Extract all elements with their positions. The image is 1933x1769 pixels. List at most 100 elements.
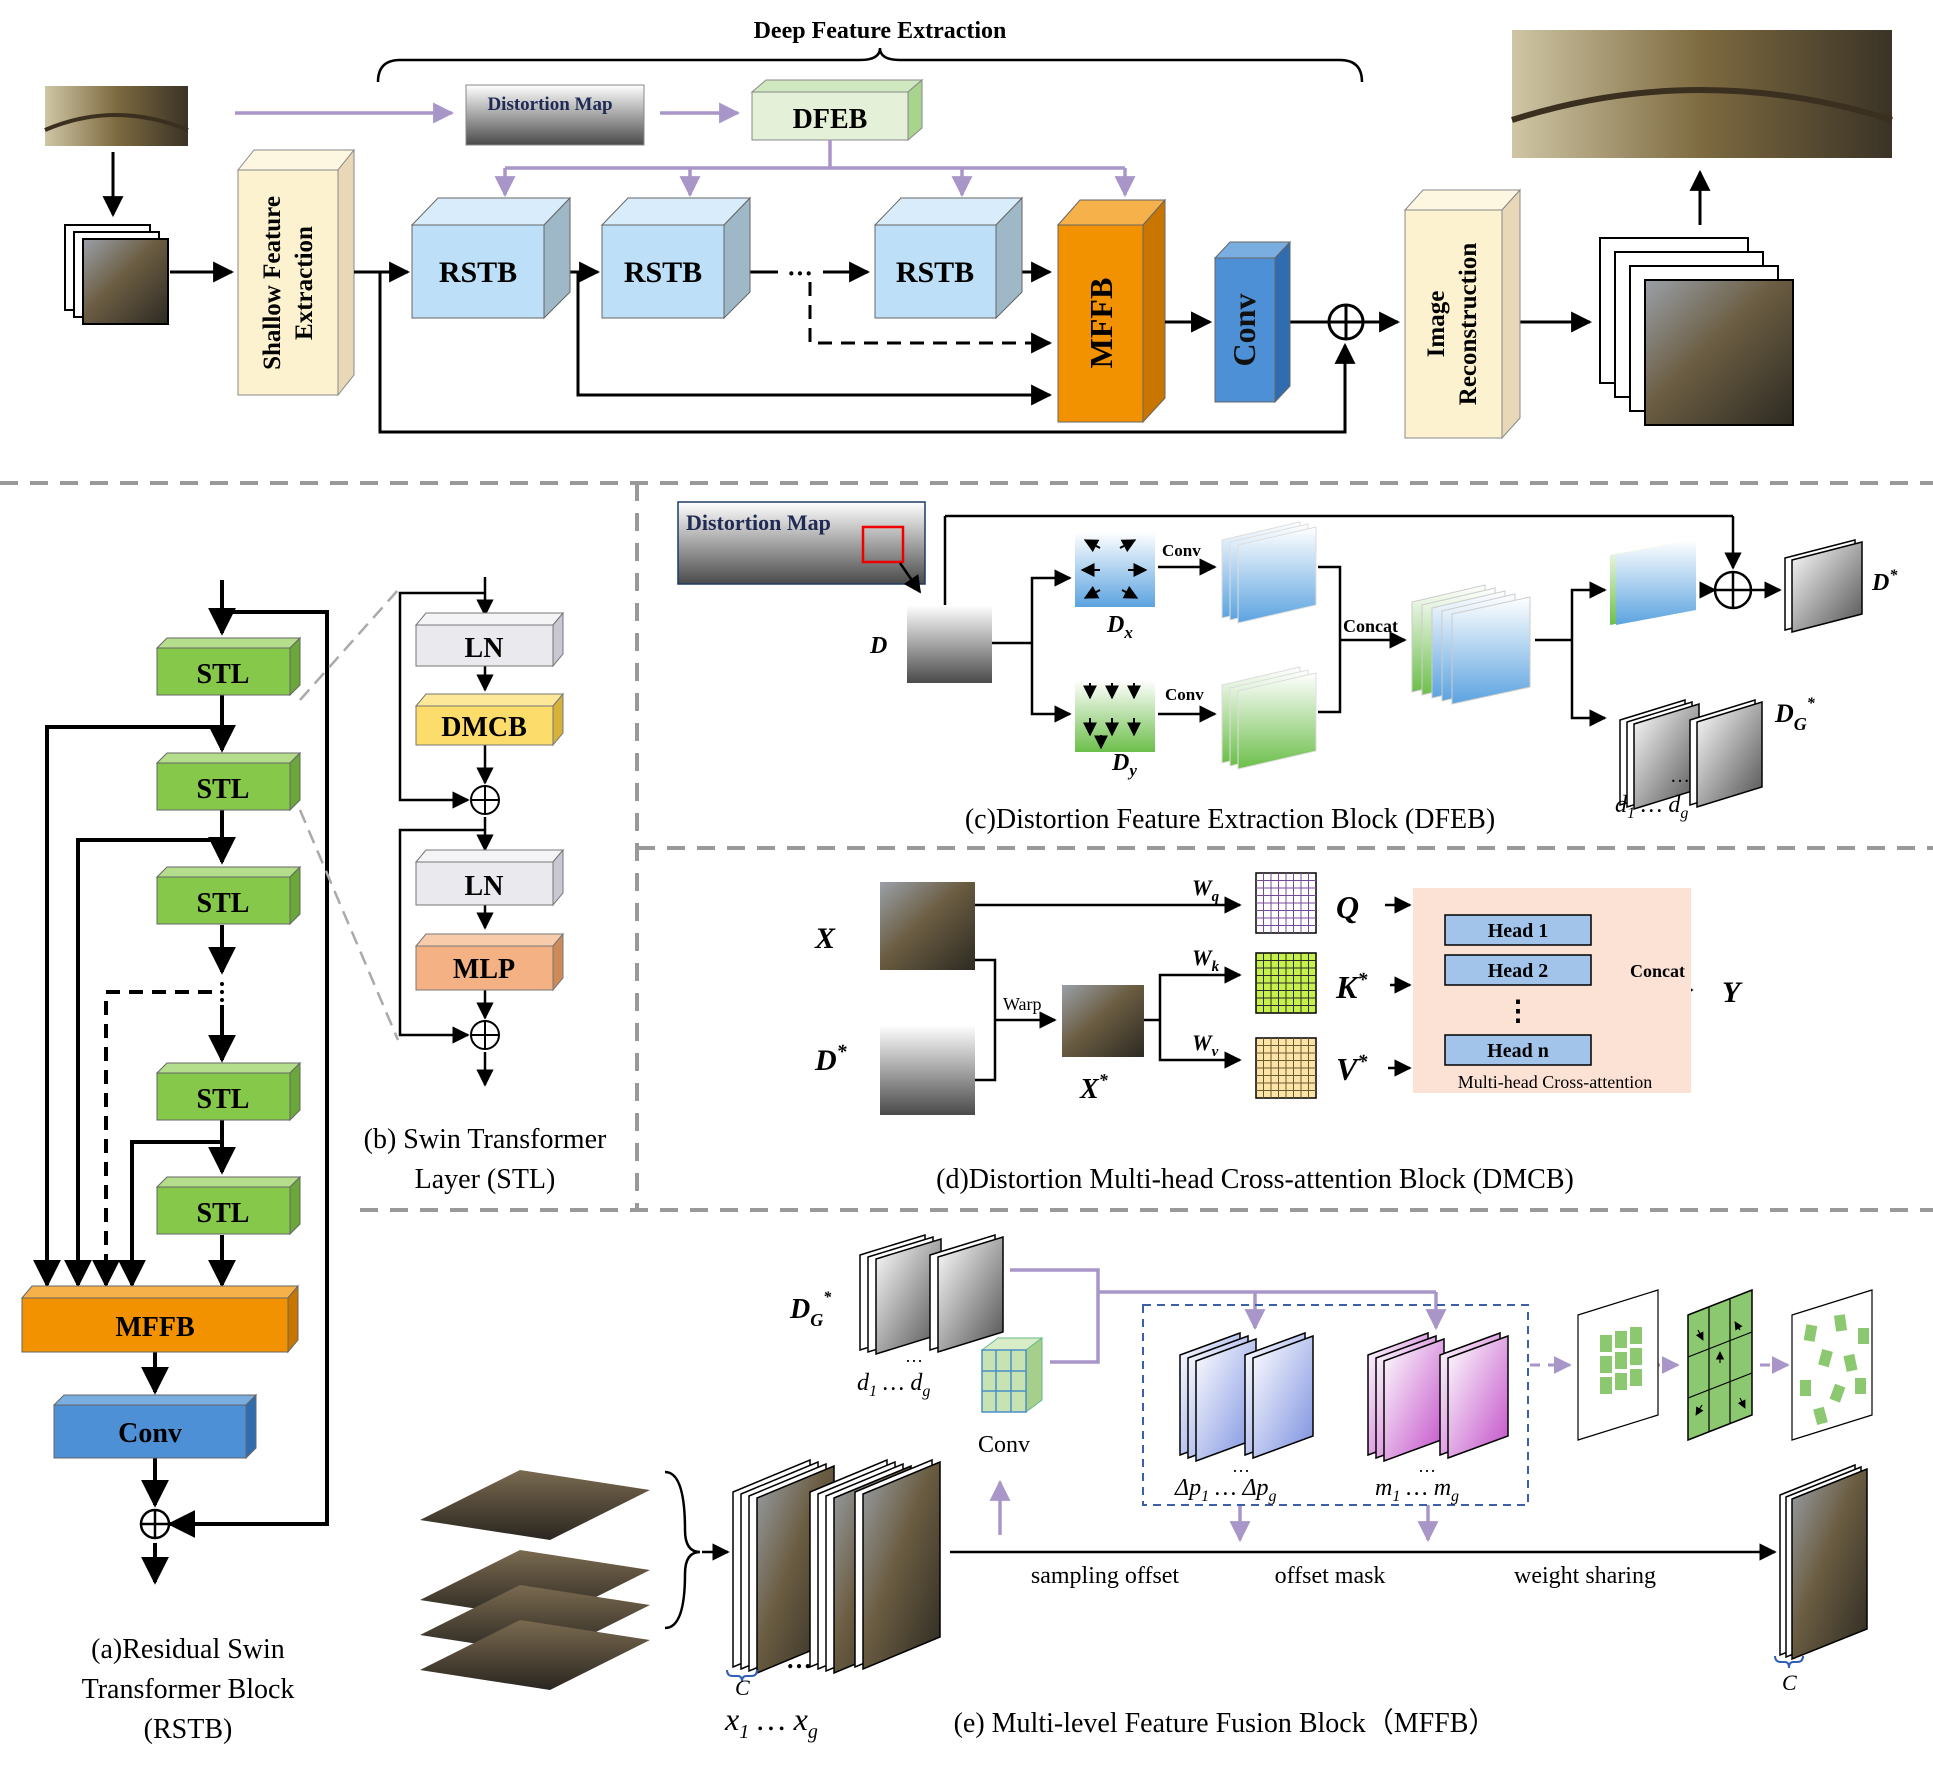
conv-label-e: Conv [978, 1432, 1030, 1458]
dg-ellipsis-c: … [1670, 765, 1690, 787]
k-grid [1255, 952, 1317, 1014]
concat-label-d: Concat [1630, 961, 1685, 981]
rstb-ellipsis: ··· [787, 259, 813, 288]
blue-selected-map [1610, 540, 1696, 625]
offset-mask-label: offset mask [1275, 1563, 1386, 1589]
panel-d-dmcb: X D* Warp X* Wq Wk Wv Q K* V* [814, 872, 1743, 1195]
ln-label-2: LN [465, 871, 504, 902]
regular-sampling-grid [1577, 1289, 1659, 1441]
head-n-label: Head n [1487, 1040, 1549, 1062]
green-feature-stack [1221, 666, 1317, 770]
x-label: X [814, 922, 836, 955]
conv-kernel-e [980, 1337, 1044, 1413]
shallow-feature-label-2: Extraction [291, 226, 318, 340]
dstar-image [880, 1025, 975, 1115]
mhca-label: Multi-head Cross-attention [1458, 1072, 1652, 1092]
sum-node-c [1713, 570, 1753, 610]
distortion-map-large [677, 501, 926, 585]
dfeb-distribution-lines [494, 140, 1136, 198]
d-label: D [869, 633, 887, 659]
conv-block-a: Conv [52, 1393, 258, 1460]
output-stack-e [1779, 1463, 1868, 1661]
mask-stack [1367, 1331, 1509, 1463]
head-1-box [1444, 914, 1592, 946]
m-label: m1 … mg [1375, 1475, 1459, 1505]
head-n-box [1444, 1034, 1592, 1066]
dy-patch [1075, 680, 1155, 752]
dmcb-block: DMCB [414, 692, 565, 747]
dfeb-block: DFEB [750, 78, 924, 142]
d1-dg-label-c: d1 … dg [1615, 792, 1688, 822]
distortion-map-large-label: Distortion Map [686, 510, 831, 535]
output-stack-image [1599, 237, 1794, 426]
offset-stack-ellipsis: … [1232, 1456, 1250, 1476]
stl-label-4: STL [197, 1084, 250, 1115]
wq-label: Wq [1192, 875, 1220, 905]
c-label-left: C [735, 1675, 750, 1700]
xstar-label: X* [1079, 1070, 1109, 1105]
v-grid [1255, 1037, 1317, 1099]
dg-stack-e [859, 1233, 1004, 1356]
ln-block-2: LN [414, 848, 565, 907]
image-reconstruction-label-1: Image [1423, 291, 1450, 358]
panel-b-caption-1: (b) Swin Transformer [364, 1124, 607, 1155]
rstb-label-1: RSTB [439, 256, 517, 289]
stl-block-1: STL [155, 636, 302, 697]
mlp-block: MLP [414, 932, 565, 992]
x-stack-ellipsis: … [786, 1645, 812, 1674]
mask-stack-ellipsis: … [1418, 1456, 1436, 1476]
image-reconstruction-block: Image Reconstruction [1403, 188, 1522, 440]
input-stack-image [64, 224, 169, 325]
deep-feature-brace [376, 47, 1364, 83]
dstar-label-c: D* [1871, 567, 1898, 596]
wv-label: Wv [1192, 1030, 1219, 1060]
ln-label-1: LN [465, 633, 504, 664]
stl-label-1: STL [197, 659, 250, 690]
xstar-image [1062, 985, 1144, 1057]
distortion-map-label: Distortion Map [487, 94, 612, 115]
panel-e-mffb: DG* … d1 … dg [420, 1233, 1873, 1743]
dmcb-label: DMCB [441, 712, 527, 743]
panel-separators [0, 481, 1933, 1212]
head-2-label: Head 2 [1488, 960, 1549, 982]
dstar-label-d: D* [814, 1041, 848, 1077]
offset-sampling-grid [1687, 1288, 1753, 1442]
panel-a-caption-3: (RSTB) [144, 1714, 233, 1745]
top-pipeline: Deep Feature Extraction Distortion Map D… [44, 18, 1893, 440]
heads-vdots: ⋮ [1504, 996, 1532, 1027]
x-image [880, 882, 975, 970]
panel-a-caption-1: (a)Residual Swin [91, 1634, 285, 1665]
d1-dg-label-e: d1 … dg [857, 1370, 930, 1400]
sum-node-b1 [470, 785, 500, 815]
dp-label: Δp1 … Δpg [1174, 1475, 1277, 1505]
panel-c-caption: (c)Distortion Feature Extraction Block (… [965, 804, 1495, 835]
mffb-block-a: MFFB [20, 1284, 300, 1354]
shallow-feature-label-1: Shallow Feature [259, 196, 286, 370]
sampling-offset-label: sampling offset [1031, 1563, 1180, 1589]
stl-block-2: STL [155, 751, 302, 812]
dfeb-label: DFEB [793, 104, 868, 135]
x-stack-e [732, 1458, 941, 1675]
rstb-block-1: RSTB [410, 196, 572, 320]
stl-label-3: STL [197, 888, 250, 919]
panel-c-dfeb: Distortion Map D [677, 501, 1898, 835]
dy-label: Dy [1111, 750, 1137, 780]
shallow-feature-extraction-block: Shallow Feature Extraction [236, 148, 356, 397]
offset-stack [1179, 1331, 1314, 1463]
image-reconstruction-label-2: Reconstruction [1455, 243, 1482, 406]
conv-label-c1: Conv [1162, 541, 1201, 560]
concat-label-c: Concat [1343, 616, 1398, 636]
ln-block-1: LN [414, 611, 565, 668]
mffb-label-a: MFFB [115, 1312, 194, 1343]
x1-xg-label: x1 … xg [724, 1701, 818, 1743]
stl-label-5: STL [197, 1198, 250, 1229]
head-1-label: Head 1 [1488, 920, 1549, 942]
dstar-map [1784, 539, 1863, 633]
distortion-map-box [465, 84, 645, 146]
rstb-block-2: RSTB [600, 196, 752, 320]
stl-block-3: STL [155, 865, 302, 926]
dx-label: Dx [1106, 612, 1133, 642]
deformed-sampling-grid [1791, 1289, 1873, 1441]
rstb-block-3: RSTB [873, 196, 1024, 320]
dg-label-c: DG* [1774, 695, 1816, 734]
